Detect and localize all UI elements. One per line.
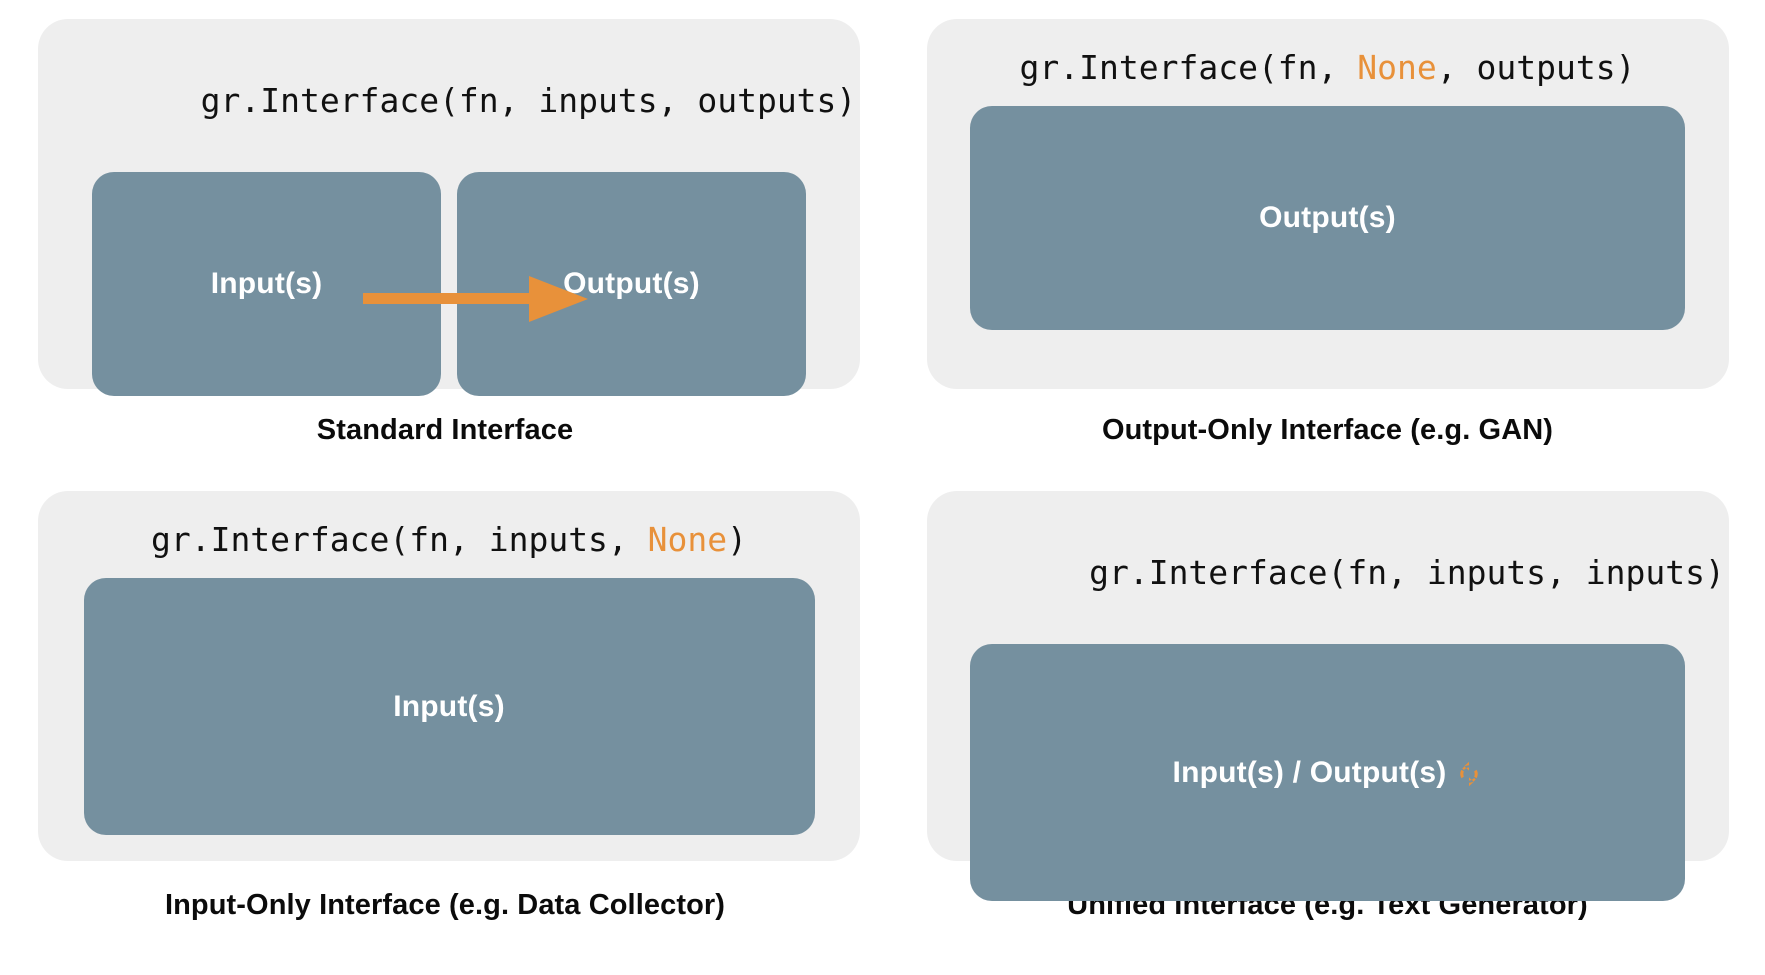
code-signature-output-only: gr.Interface(fn, None, outputs): [1020, 51, 1636, 84]
loop-refresh-icon: [1456, 761, 1482, 787]
input-box-label: Input(s): [393, 689, 505, 723]
panel-input-only-interface: gr.Interface(fn, inputs, None) Input(s): [38, 491, 860, 861]
code-text-prefix-input-only: gr.Interface(fn, inputs,: [150, 520, 648, 559]
output-box[interactable]: Output(s): [457, 172, 806, 396]
code-text-suffix-input-only: ): [727, 520, 748, 559]
quadrant-output-only-interface: gr.Interface(fn, None, outputs) Output(s…: [890, 0, 1765, 470]
quadrant-standard-interface: gr.Interface(fn, inputs, outputs) Input(…: [0, 0, 890, 470]
code-signature-unified: gr.Interface(fn, inputs, inputs): [930, 523, 1725, 622]
panel-standard-interface: gr.Interface(fn, inputs, outputs) Input(…: [38, 19, 860, 396]
input-output-box-label-wrap: Input(s) / Output(s): [1173, 756, 1483, 790]
input-box-label: Input(s): [210, 267, 323, 300]
panel-output-only-interface: gr.Interface(fn, None, outputs) Output(s…: [926, 19, 1729, 389]
code-text-prefix-output-only: gr.Interface(fn,: [1019, 48, 1358, 87]
output-box[interactable]: Output(s): [970, 106, 1685, 330]
box-row-output-only: Output(s): [970, 106, 1685, 330]
quadrant-unified-interface: gr.Interface(fn, inputs, inputs) Input(s…: [890, 470, 1765, 975]
quadrant-input-only-interface: gr.Interface(fn, inputs, None) Input(s) …: [0, 470, 890, 975]
input-box[interactable]: Input(s): [83, 578, 815, 835]
code-signature-input-only: gr.Interface(fn, inputs, None): [151, 523, 747, 556]
box-row-input-only: Input(s): [83, 578, 815, 835]
code-signature-standard: gr.Interface(fn, inputs, outputs): [42, 51, 857, 150]
caption-standard-interface: Standard Interface: [316, 414, 574, 446]
code-text-unified: gr.Interface(fn, inputs, inputs): [1089, 553, 1725, 592]
box-row-unified: Input(s) / Output(s): [970, 644, 1685, 901]
output-box-label: Output(s): [563, 267, 700, 300]
box-row-standard: Input(s) Output(s): [92, 172, 806, 396]
code-token-none-input-only: None: [647, 520, 728, 559]
code-token-none-output-only: None: [1357, 48, 1437, 87]
input-output-box[interactable]: Input(s) / Output(s): [970, 644, 1685, 901]
caption-input-only-interface: Input-Only Interface (e.g. Data Collecto…: [164, 889, 726, 921]
output-box-label: Output(s): [1259, 201, 1396, 234]
code-text-standard: gr.Interface(fn, inputs, outputs): [200, 81, 857, 120]
caption-output-only-interface: Output-Only Interface (e.g. GAN): [1101, 414, 1554, 446]
input-output-box-label: Input(s) / Output(s): [1172, 755, 1447, 789]
input-box[interactable]: Input(s): [92, 172, 441, 396]
panel-unified-interface: gr.Interface(fn, inputs, inputs) Input(s…: [926, 491, 1729, 901]
code-text-suffix-output-only: , outputs): [1436, 48, 1636, 87]
